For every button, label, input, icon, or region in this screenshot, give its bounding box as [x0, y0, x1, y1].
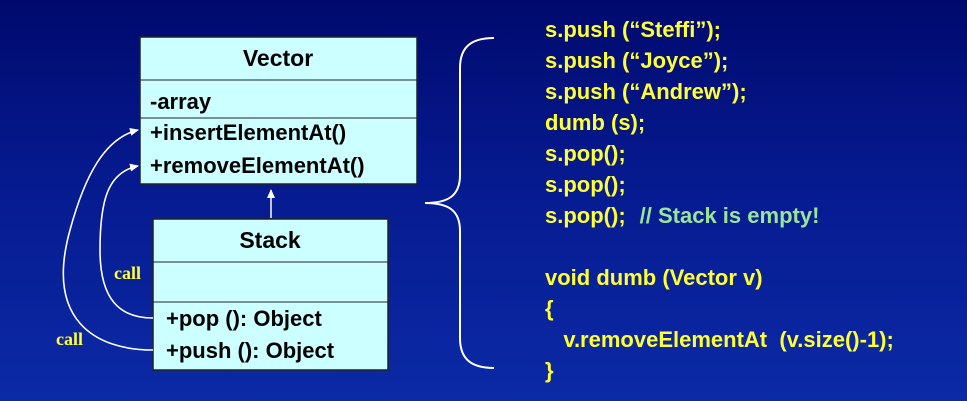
code-line: s.pop(); // Stack is empty! [545, 200, 894, 231]
code-text: dumb (s); [545, 110, 646, 135]
stack-class-name: Stack [239, 227, 301, 253]
code-text: void dumb (Vector v) [545, 265, 763, 290]
code-text: s.pop(); [545, 141, 626, 166]
code-line: } [545, 355, 894, 386]
code-comment: // Stack is empty! [639, 203, 820, 228]
code-line: void dumb (Vector v) [545, 262, 894, 293]
vector-class-box: Vector -array +insertElementAt() +remove… [139, 36, 418, 185]
stack-class-box: Stack +pop (): Object +push (): Object [152, 218, 389, 371]
code-text: s.push (“Joyce”); [545, 48, 729, 73]
code-line: dumb (s); [545, 107, 894, 138]
code-line: { [545, 293, 894, 324]
code-line: s.push (“Steffi”); [545, 14, 894, 45]
code-text: s.pop(); [545, 172, 626, 197]
call-label-lower: call [56, 329, 83, 349]
vector-class-name: Vector [243, 45, 313, 71]
stack-method-pop: +pop (): Object [166, 306, 323, 331]
code-text: } [545, 358, 554, 383]
call-label-upper: call [114, 263, 141, 283]
code-text: v.removeElementAt (v.size()-1); [545, 327, 894, 352]
code-line [545, 231, 894, 262]
code-text: { [545, 296, 554, 321]
stack-method-push: +push (): Object [166, 338, 335, 363]
curly-brace [424, 37, 495, 369]
code-line: s.pop(); [545, 138, 894, 169]
code-text: s.pop(); [545, 203, 626, 228]
code-listing: s.push (“Steffi”); s.push (“Joyce”); s.pus… [545, 14, 894, 386]
code-line: s.push (“Joyce”); [545, 45, 894, 76]
code-line: v.removeElementAt (v.size()-1); [545, 324, 894, 355]
vector-attribute-array: -array [150, 89, 212, 114]
code-text: s.push (“Steffi”); [545, 17, 721, 42]
vector-method-remove-element-at: +removeElementAt() [150, 153, 365, 178]
code-text: s.push (“Andrew”); [545, 79, 747, 104]
code-line: s.push (“Andrew”); [545, 76, 894, 107]
vector-method-insert-element-at: +insertElementAt() [150, 120, 346, 145]
call-arrow-pop-to-remove [99, 163, 154, 319]
code-line: s.pop(); [545, 169, 894, 200]
call-arrow-push-to-insert [62, 128, 154, 351]
